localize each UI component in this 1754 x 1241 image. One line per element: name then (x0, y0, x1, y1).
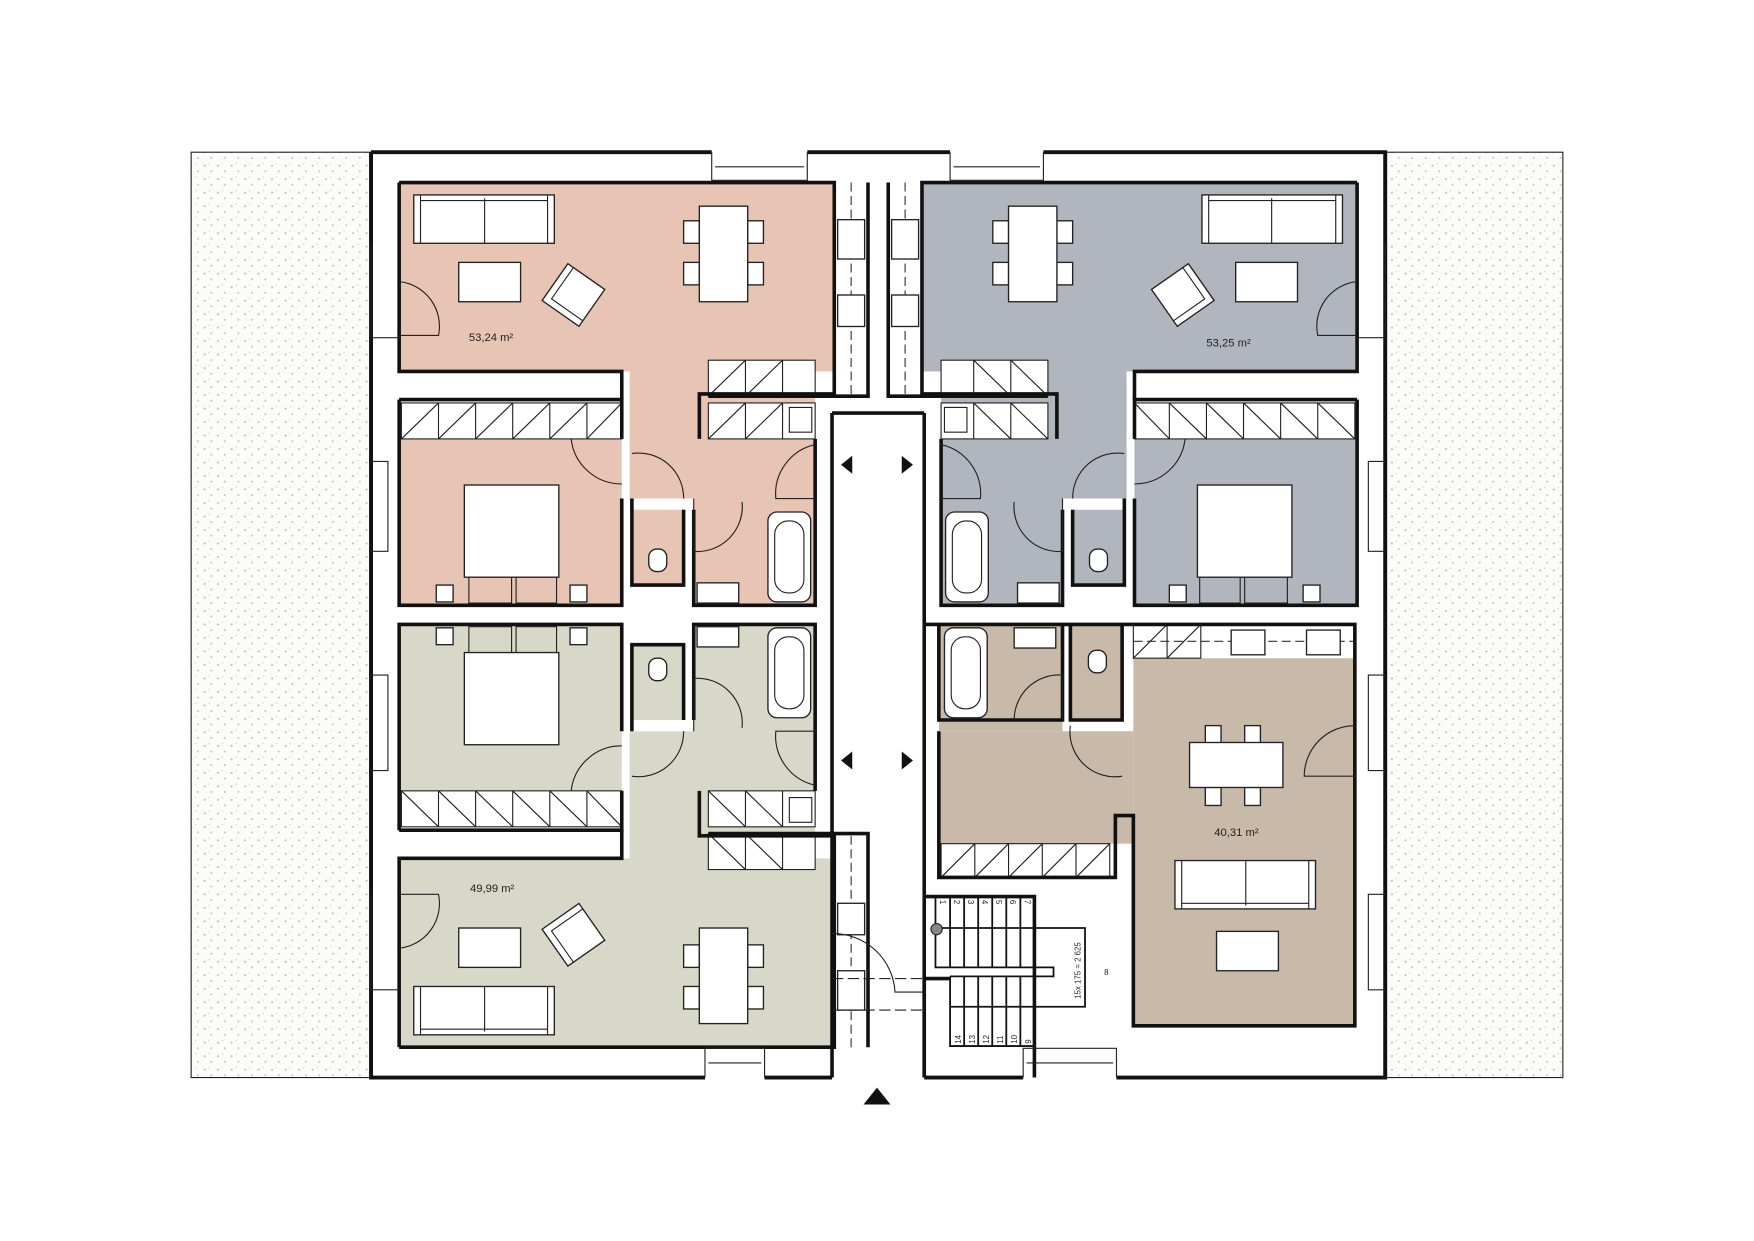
staircase: 1 2 3 4 5 6 7 8 9 10 11 12 13 14 15x 175… (922, 894, 1109, 1078)
step-number: 3 (966, 900, 975, 905)
landscape-left (190, 151, 372, 1079)
step-number: 11 (996, 1036, 1005, 1044)
step-number: 2 (952, 900, 961, 904)
step-number: 9 (1024, 1039, 1033, 1043)
step-number: 4 (980, 900, 989, 905)
exterior-wall (369, 150, 1388, 1080)
step-number: 10 (1010, 1034, 1019, 1043)
entrance-arrow-icon (863, 1087, 891, 1105)
step-number: 6 (1008, 900, 1017, 905)
door-marker-icon (901, 455, 913, 474)
area-label: 53,24 m² (469, 332, 514, 344)
door-marker-icon (841, 455, 853, 474)
area-label: 49,99 m² (470, 883, 515, 895)
step-number: 5 (994, 900, 1003, 905)
landscape-right (1384, 151, 1564, 1079)
step-number: 7 (1022, 900, 1031, 904)
stair-formula: 15x 175 = 2 625 (1074, 942, 1083, 999)
area-label: 53,25 m² (1206, 338, 1251, 350)
step-number: 1 (938, 900, 947, 904)
corridor (830, 411, 927, 1105)
step-number: 13 (968, 1034, 977, 1043)
step-number: 8 (1104, 968, 1109, 977)
unit-bottom-right (924, 622, 1357, 1028)
step-number: 14 (954, 1034, 963, 1043)
sofa (1174, 859, 1317, 910)
step-number: 12 (982, 1035, 991, 1044)
door-marker-icon (901, 751, 913, 770)
door-marker-icon (841, 751, 853, 770)
area-label: 40,31 m² (1214, 827, 1259, 839)
